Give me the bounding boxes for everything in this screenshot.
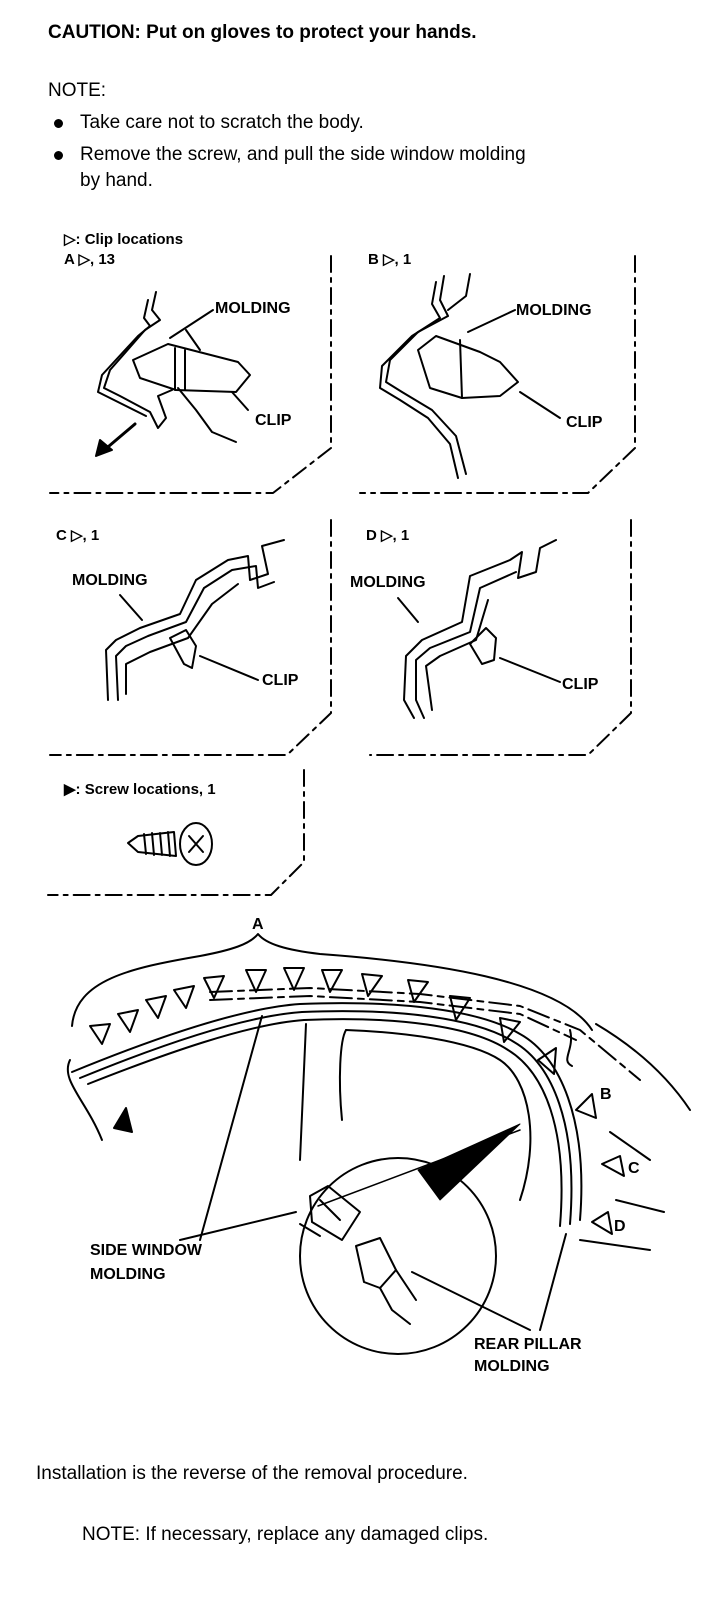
label-c: C	[628, 1160, 640, 1177]
panel-c-molding-label: MOLDING	[72, 572, 148, 589]
panel-d-title: D ▷, 1	[366, 527, 410, 544]
panel-c-title: C ▷, 1	[56, 527, 100, 544]
caution-text: CAUTION: Put on gloves to protect your h…	[48, 22, 477, 43]
side-window-molding-label-2: MOLDING	[90, 1266, 166, 1283]
rear-pillar-molding-label-2: MOLDING	[474, 1358, 550, 1375]
panel-b-title: B ▷, 1	[368, 251, 412, 268]
panel-d-clip-label: CLIP	[562, 676, 599, 693]
panel-a-molding-label: MOLDING	[215, 300, 291, 317]
label-d: D	[614, 1218, 626, 1235]
clip-drawing-a	[95, 291, 251, 457]
clip-drawing-b	[379, 273, 561, 479]
panel-a-clip-label: CLIP	[255, 412, 292, 429]
panel-a-title: A ▷, 13	[64, 251, 115, 268]
panel-c-clip-label: CLIP	[262, 672, 299, 689]
screw-legend: ▶: Screw locations, 1	[64, 781, 216, 798]
bullet-icon	[54, 119, 63, 128]
screw-drawing	[127, 822, 213, 866]
note-heading: NOTE:	[48, 80, 107, 101]
car-diagram	[66, 933, 691, 1355]
panel-b-molding-label: MOLDING	[516, 302, 592, 319]
panel-frames	[47, 255, 636, 896]
clip-drawing-c	[105, 539, 285, 701]
footer-note: NOTE: If necessary, replace any damaged …	[82, 1524, 489, 1545]
clip-legend: ▷: Clip locations	[64, 231, 184, 248]
panel-d-molding-label: MOLDING	[350, 574, 426, 591]
panel-b-clip-label: CLIP	[566, 414, 603, 431]
side-window-molding-label-1: SIDE WINDOW	[90, 1242, 202, 1259]
installation-text: Installation is the reverse of the remov…	[36, 1463, 468, 1484]
clip-drawing-d	[397, 539, 561, 719]
rear-pillar-molding-label-1: REAR PILLAR	[474, 1336, 582, 1353]
bullet-icon	[54, 151, 63, 160]
label-a: A	[252, 916, 264, 933]
label-b: B	[600, 1086, 612, 1103]
